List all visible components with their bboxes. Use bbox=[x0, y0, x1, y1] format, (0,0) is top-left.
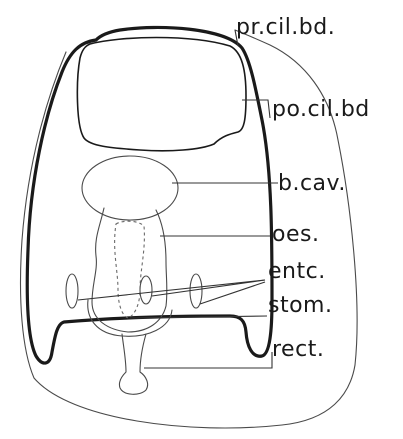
oesophagus-inner bbox=[115, 221, 145, 318]
oesophagus bbox=[92, 208, 167, 332]
post-oral-ciliated-band bbox=[77, 38, 246, 151]
label-oes: oes. bbox=[272, 222, 319, 247]
label-entc: entc. bbox=[268, 259, 326, 284]
enterocoel-mid bbox=[140, 276, 152, 304]
label-po-cil-bd: po.cil.bd bbox=[272, 97, 370, 122]
enterocoel-left bbox=[66, 274, 78, 308]
enterocoel-right bbox=[190, 274, 202, 308]
label-rect: rect. bbox=[272, 337, 324, 362]
leader-entc-1 bbox=[78, 280, 265, 300]
leader-entc-3 bbox=[200, 282, 265, 304]
rectum bbox=[119, 334, 147, 394]
pre-oral-ciliated-band bbox=[27, 27, 272, 363]
label-stom: stom. bbox=[268, 293, 332, 318]
label-pr-cil-bd: pr.cil.bd. bbox=[236, 15, 335, 40]
buccal-cavity bbox=[82, 156, 178, 220]
label-b-cav: b.cav. bbox=[278, 171, 346, 196]
